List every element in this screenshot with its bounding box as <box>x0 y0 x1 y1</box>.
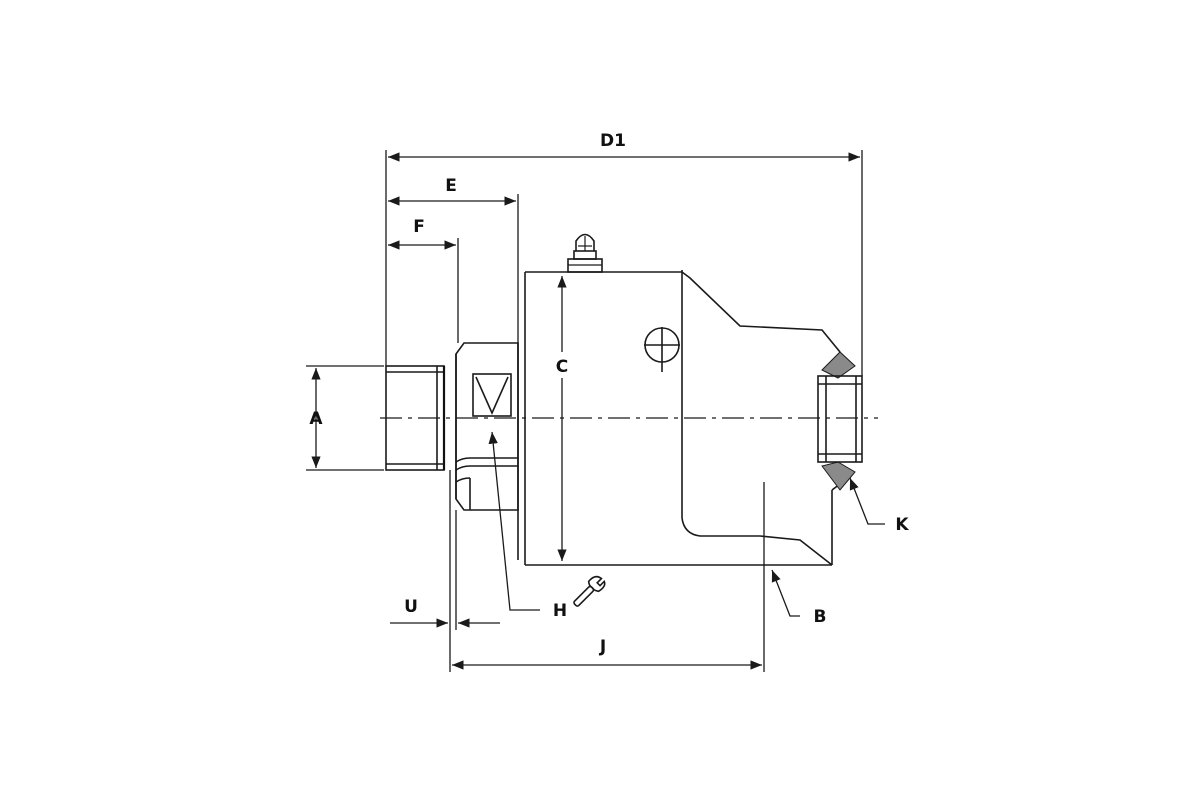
dimension-c: C <box>556 276 568 561</box>
label-a: A <box>309 409 323 429</box>
crosshair-port-icon <box>644 327 680 372</box>
label-b: B <box>814 607 827 627</box>
inlet-thread-stub <box>385 365 446 471</box>
leader-b: B <box>771 569 827 627</box>
wrench-icon <box>573 575 606 607</box>
label-k: K <box>895 515 909 535</box>
main-body <box>517 270 841 566</box>
label-u: U <box>404 597 418 617</box>
hex-flat-marker <box>472 373 512 417</box>
dimension-a: A <box>306 365 384 471</box>
dimension-f: F <box>388 217 459 343</box>
dimension-d1: D1 <box>385 131 863 376</box>
outlet-port <box>817 351 863 491</box>
leader-k: K <box>849 477 909 535</box>
hex-nut <box>455 342 519 511</box>
dimension-u: U <box>390 470 500 672</box>
label-e: E <box>445 176 457 196</box>
leader-h: H <box>488 431 567 621</box>
dimension-j: J <box>452 482 765 672</box>
label-h: H <box>553 601 567 621</box>
label-c: C <box>556 357 568 377</box>
label-d1: D1 <box>600 131 626 151</box>
grease-nipple-icon <box>567 233 603 273</box>
dimension-e: E <box>388 176 519 343</box>
label-j: J <box>599 637 606 657</box>
label-f: F <box>413 217 425 237</box>
